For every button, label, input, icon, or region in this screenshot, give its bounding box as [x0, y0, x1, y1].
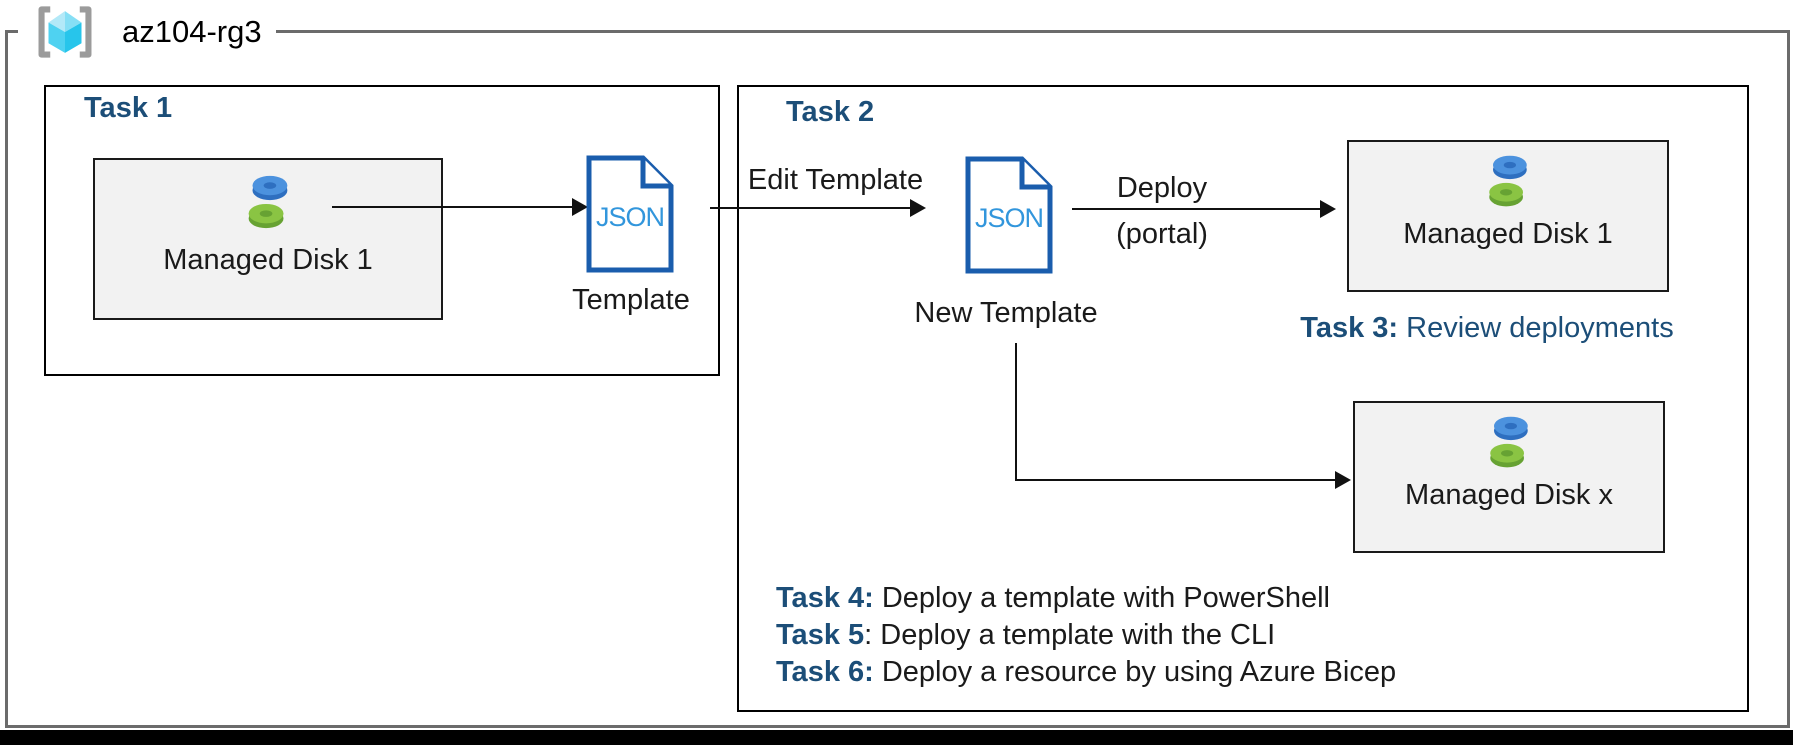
resource-group-icon — [38, 6, 92, 58]
task5-prefix: Task 5 — [776, 619, 865, 651]
portal-label: (portal) — [1116, 218, 1208, 250]
resource-group-label: az104-rg3 — [122, 14, 262, 49]
task-line: Task 5: Deploy a template with the CLI — [776, 617, 1396, 654]
managed-disk-icon — [1489, 155, 1527, 207]
arrow-line — [332, 206, 574, 208]
managed-disk-icon — [1490, 416, 1528, 468]
resource-group-header: az104-rg3 — [18, 0, 276, 64]
managed-disk-icon — [248, 175, 288, 229]
edit-template-label: Edit Template — [747, 164, 924, 196]
task3-text: Task 3: Review deployments — [1262, 312, 1712, 345]
task-list: Task 4: Deploy a template with PowerShel… — [776, 580, 1396, 691]
managed-disk-1-label: Managed Disk 1 — [163, 244, 373, 276]
json-file-label: JSON — [975, 203, 1043, 233]
managed-disk-x-label: Managed Disk x — [1405, 479, 1613, 511]
edit-template-arrow-line — [710, 207, 912, 209]
task-line: Task 6: Deploy a resource by using Azure… — [776, 654, 1396, 691]
task3-prefix: Task 3: — [1300, 312, 1399, 344]
bottom-bar — [0, 730, 1793, 745]
new-template-caption: New Template — [914, 297, 1098, 329]
edit-template-arrow-head — [910, 199, 926, 217]
task3-rest: Review deployments — [1398, 312, 1674, 344]
elbow-connector-horizontal — [1015, 479, 1337, 481]
template-caption: Template — [572, 284, 690, 316]
task6-text: Deploy a resource by using Azure Bicep — [873, 656, 1397, 688]
task1-title: Task 1 — [84, 92, 173, 124]
elbow-connector-arrow-head — [1335, 471, 1351, 489]
task2-title: Task 2 — [786, 96, 875, 128]
json-file-label: JSON — [596, 202, 664, 232]
task6-prefix: Task 6: — [776, 656, 874, 688]
task4-prefix: Task 4: — [776, 582, 874, 614]
arrow-head — [572, 198, 588, 216]
deploy-label: Deploy — [1116, 172, 1208, 204]
task-line: Task 4: Deploy a template with PowerShel… — [776, 580, 1396, 617]
json-file-icon: JSON — [586, 155, 674, 273]
new-template-json-file-icon: JSON — [965, 156, 1053, 274]
managed-disk-1-deployed-box: Managed Disk 1 — [1347, 140, 1669, 292]
task4-text: Deploy a template with PowerShell — [873, 582, 1330, 614]
elbow-connector-vertical — [1015, 343, 1017, 481]
managed-disk-1-deployed-label: Managed Disk 1 — [1403, 218, 1613, 250]
deploy-arrow-head — [1320, 200, 1336, 218]
deploy-arrow-line — [1072, 208, 1322, 210]
task5-text: : Deploy a template with the CLI — [864, 619, 1276, 651]
managed-disk-1-box: Managed Disk 1 — [93, 158, 443, 320]
managed-disk-x-box: Managed Disk x — [1353, 401, 1665, 553]
